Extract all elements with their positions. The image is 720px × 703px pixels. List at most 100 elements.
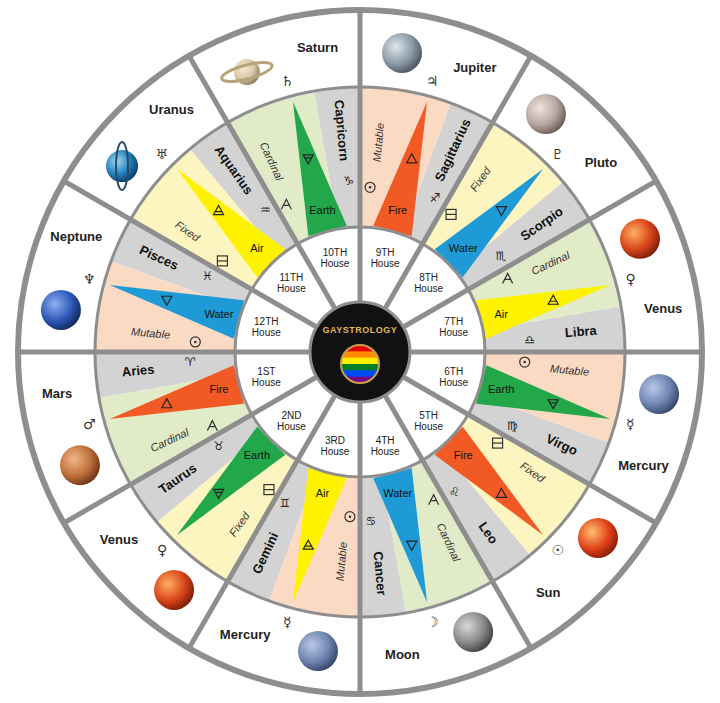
planet-symbol: ♇ bbox=[551, 146, 564, 162]
house-label: 3RD House bbox=[318, 435, 352, 457]
planet-sector: Mars♂ bbox=[42, 387, 72, 418]
house-cell: 1ST House bbox=[249, 366, 283, 388]
house-cell: 10TH House bbox=[318, 247, 352, 269]
planet-ring bbox=[116, 142, 128, 190]
planet-sector: Saturn♄ bbox=[297, 41, 338, 72]
sign-symbol: ♓ bbox=[202, 270, 213, 284]
planet-picture bbox=[60, 445, 100, 485]
modality-band: Fixed bbox=[226, 518, 253, 531]
sign-name: Cancer bbox=[370, 551, 389, 596]
sector-divider bbox=[18, 350, 310, 355]
element-triangle-shape bbox=[110, 285, 244, 339]
house-label: 10TH House bbox=[318, 247, 352, 269]
element-name: Fire bbox=[454, 449, 473, 462]
house-cell: 12TH House bbox=[249, 316, 283, 338]
element-triangle: Air bbox=[495, 308, 508, 321]
house-label: 4TH House bbox=[368, 435, 402, 457]
modality-symbol bbox=[217, 256, 227, 266]
sign-symbol: ♎ bbox=[524, 334, 535, 348]
element-symbol bbox=[496, 207, 506, 216]
sign-symbol: ♋ bbox=[366, 515, 377, 529]
modality-symbol bbox=[194, 341, 197, 344]
element-triangle: Water bbox=[383, 487, 412, 500]
wheel-rim bbox=[18, 10, 702, 694]
planet-sector: Mercury☿ bbox=[618, 459, 669, 490]
planet-picture bbox=[526, 94, 566, 134]
modality-symbol bbox=[207, 421, 217, 431]
element-name: Fire bbox=[209, 383, 228, 396]
planet-name: Moon bbox=[385, 648, 420, 663]
house-label: 5TH House bbox=[412, 410, 446, 432]
modality-band: Fixed bbox=[174, 225, 201, 238]
modality-symbol bbox=[523, 361, 526, 364]
house-cell: 8TH House bbox=[412, 272, 446, 294]
element-symbol bbox=[303, 155, 313, 164]
sector-divider bbox=[385, 395, 531, 648]
modality-band: Mutable bbox=[359, 136, 398, 149]
element-name: Water bbox=[449, 242, 478, 255]
element-name: Water bbox=[383, 487, 412, 500]
house-cell: 9TH House bbox=[368, 247, 402, 269]
modality-band: Fixed bbox=[467, 173, 494, 186]
planet-symbol: ♃ bbox=[426, 73, 439, 89]
element-name: Fire bbox=[388, 204, 407, 217]
modality-symbol bbox=[429, 495, 439, 505]
planet-symbol: ♀ bbox=[157, 542, 167, 558]
sign-symbol: ♏ bbox=[496, 250, 507, 264]
sector-divider bbox=[64, 181, 317, 327]
sector-divider bbox=[64, 377, 317, 523]
sign-symbol: ♈ bbox=[185, 356, 196, 370]
house-label: 9TH House bbox=[368, 247, 402, 269]
planet-picture bbox=[453, 612, 493, 652]
house-cell: 11TH House bbox=[274, 272, 308, 294]
modality-symbol bbox=[217, 260, 227, 261]
element-triangle-shape bbox=[476, 365, 610, 419]
house-cell: 6TH House bbox=[437, 366, 471, 388]
planet-name: Uranus bbox=[149, 103, 194, 118]
planet-sector: Sun☉ bbox=[536, 586, 561, 617]
house-cell: 7TH House bbox=[437, 316, 471, 338]
planet-sector: Pluto♇ bbox=[585, 156, 618, 187]
planet-name: Venus bbox=[644, 302, 682, 317]
logo-disc bbox=[310, 302, 410, 402]
planet-symbol: ♆ bbox=[83, 271, 96, 287]
planet-symbol: ☽ bbox=[426, 614, 439, 630]
planet-name: Pluto bbox=[585, 156, 618, 171]
modality-band: Cardinal bbox=[530, 257, 571, 270]
planet-sector: Mercury☿ bbox=[220, 628, 271, 659]
planet-name: Sun bbox=[536, 586, 561, 601]
logo-text: GAYSTROLOGY bbox=[323, 325, 398, 335]
logo-circle: GAYSTROLOGY bbox=[323, 325, 398, 335]
planet-picture bbox=[154, 570, 194, 610]
modality-symbol bbox=[349, 515, 352, 518]
element-triangle: Earth bbox=[244, 449, 270, 462]
element-symbol bbox=[162, 296, 172, 305]
modality-symbol bbox=[365, 182, 375, 192]
modality-band: Mutable bbox=[131, 327, 170, 340]
element-symbol bbox=[496, 488, 506, 497]
sign-band: Cancer♋ bbox=[357, 566, 401, 595]
sign-band: Capricorn♑ bbox=[310, 123, 371, 152]
house-label: 11TH House bbox=[274, 272, 308, 294]
planet-ring bbox=[220, 58, 274, 85]
modality-symbol bbox=[493, 438, 503, 448]
element-triangle-shape bbox=[293, 468, 347, 602]
sign-symbol: ♊ bbox=[279, 497, 290, 511]
sector-divider bbox=[385, 56, 531, 309]
sign-band: Taurus♉ bbox=[157, 472, 199, 501]
modality-name: Mutable bbox=[549, 362, 589, 378]
planet-picture bbox=[298, 631, 338, 671]
element-name: Air bbox=[495, 308, 508, 321]
modality-symbol bbox=[520, 357, 530, 367]
element-triangle: Fire bbox=[454, 449, 473, 462]
planet-symbol: ☿ bbox=[626, 416, 635, 432]
sign-symbol: ♉ bbox=[213, 440, 224, 454]
modality-symbol bbox=[503, 273, 513, 283]
planet-name: Venus bbox=[100, 533, 138, 548]
sign-band: Virgo♍ bbox=[545, 438, 578, 467]
modality-symbol bbox=[446, 209, 456, 219]
element-name: Earth bbox=[309, 204, 335, 217]
planet-symbol: ☿ bbox=[283, 614, 292, 630]
element-symbol bbox=[548, 295, 558, 304]
